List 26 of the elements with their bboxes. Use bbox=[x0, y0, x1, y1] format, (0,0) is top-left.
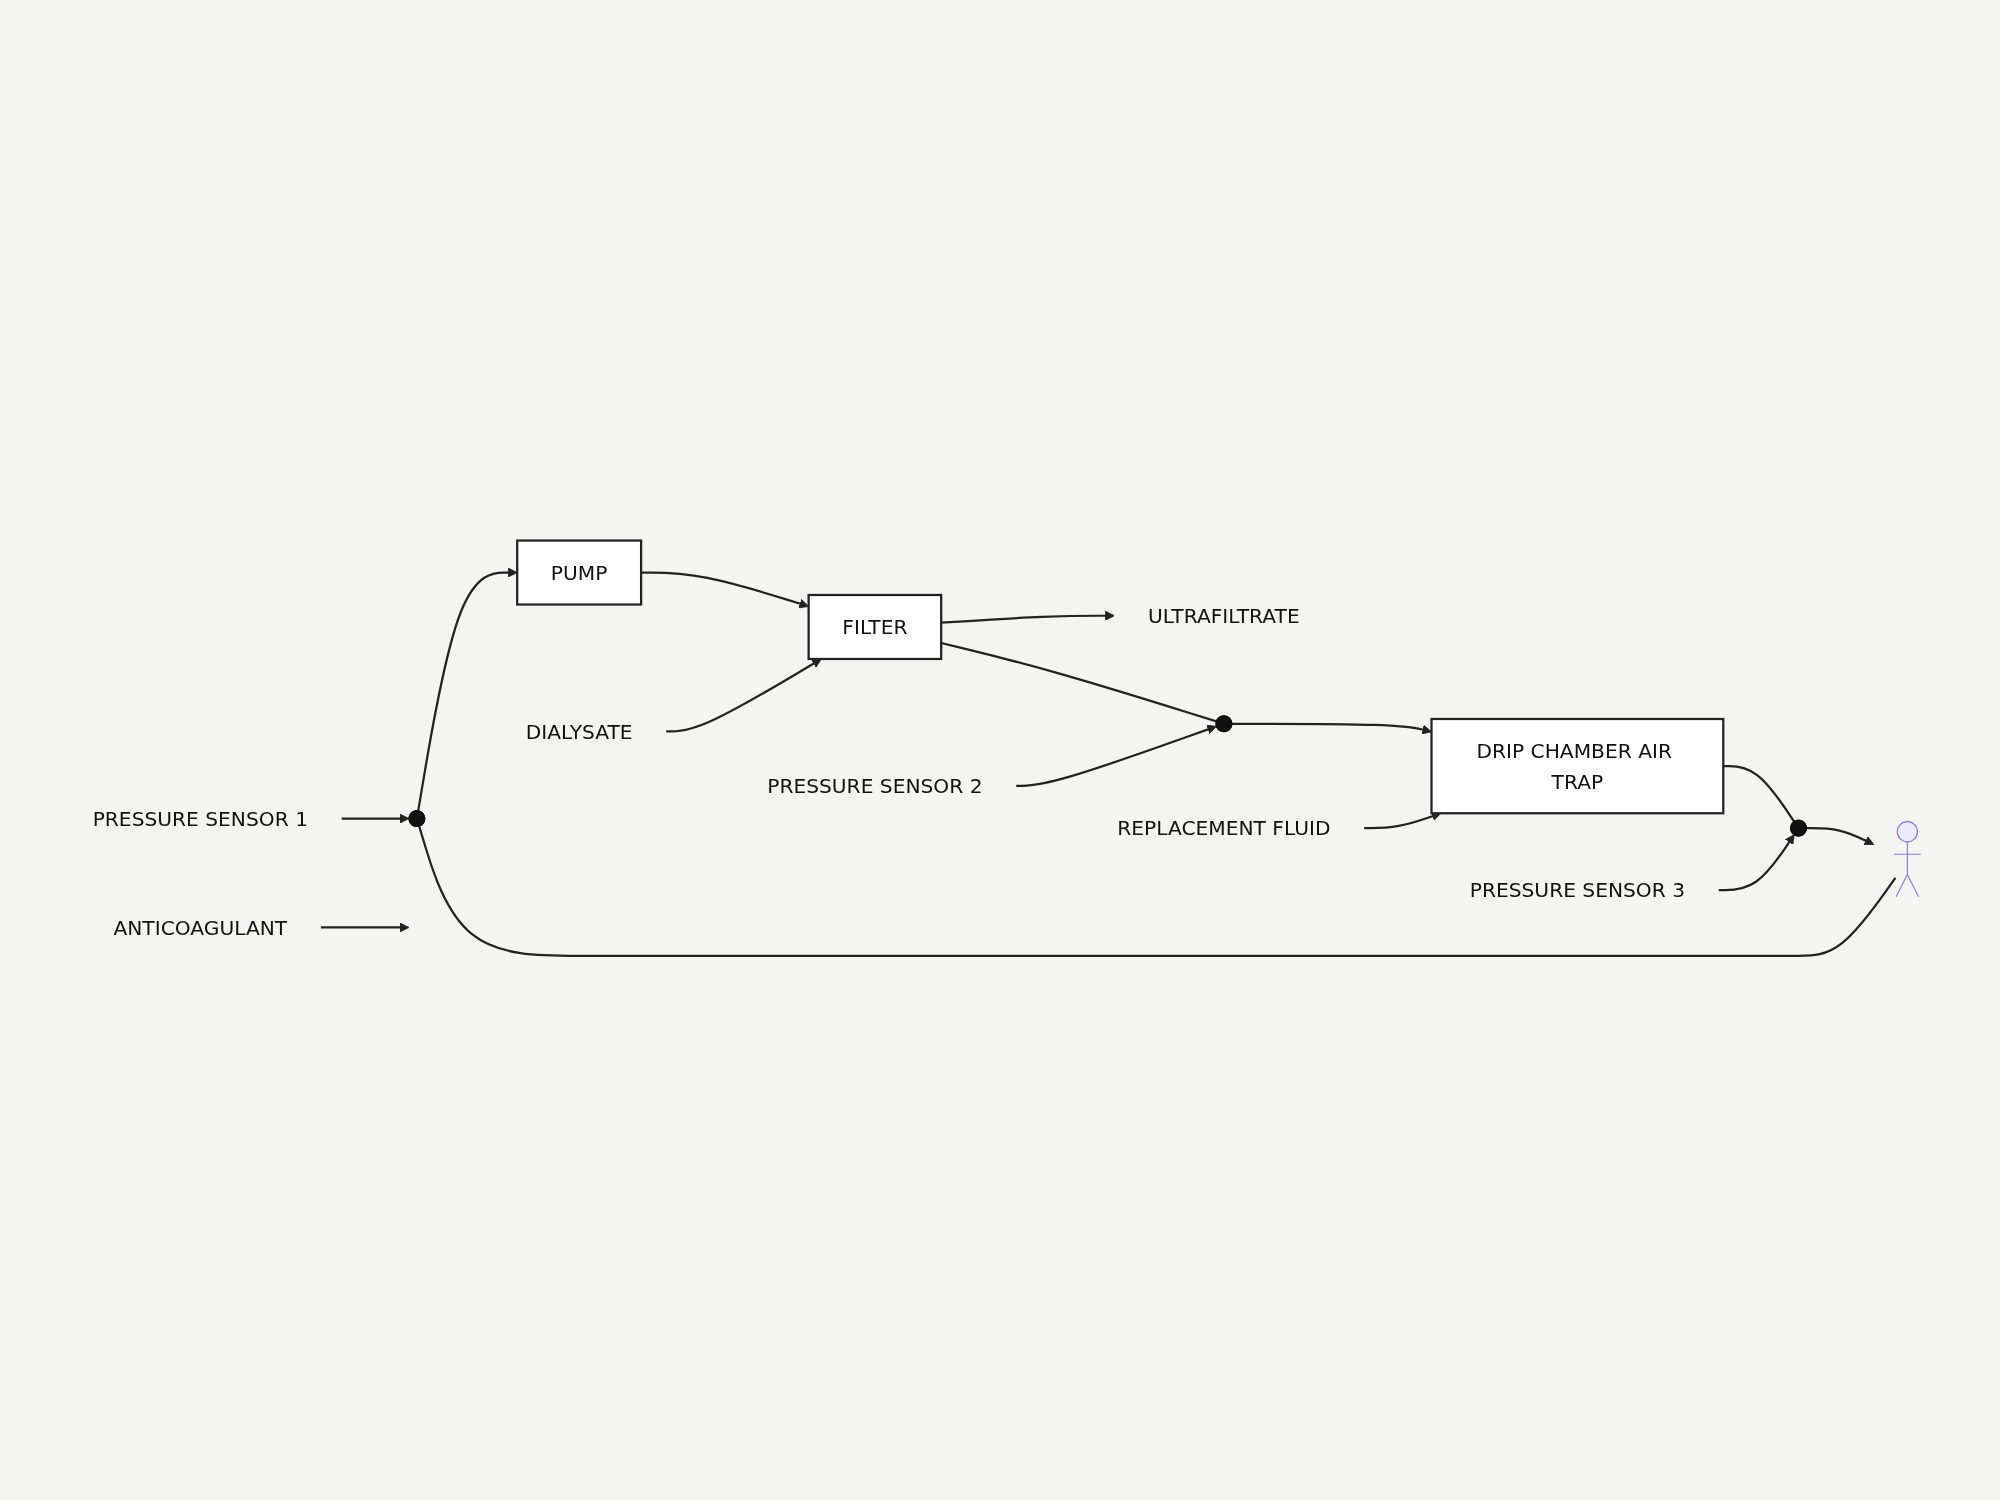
connector bbox=[418, 825, 1897, 957]
text-label: ULTRAFILTRATE bbox=[1148, 603, 1300, 628]
text-label: ANTICOAGULANT bbox=[113, 915, 288, 940]
sensor-dot bbox=[1215, 715, 1233, 733]
text-label: PRESSURE SENSOR 2 bbox=[767, 774, 983, 798]
process-box: PUMP bbox=[516, 539, 643, 606]
sensor-dot bbox=[1790, 819, 1807, 837]
person-figure bbox=[1893, 821, 1922, 898]
arrow bbox=[341, 813, 410, 824]
arrow bbox=[320, 922, 410, 933]
arrow bbox=[666, 658, 822, 733]
arrow bbox=[417, 567, 518, 812]
arrow bbox=[1718, 834, 1795, 892]
arrow bbox=[1231, 722, 1432, 735]
connector bbox=[1723, 765, 1796, 823]
text-label: PRESSURE SENSOR 1 bbox=[92, 806, 308, 831]
arrow bbox=[941, 610, 1115, 624]
arrow bbox=[1806, 827, 1875, 846]
process-box: DRIP CHAMBER AIR TRAP bbox=[1430, 717, 1725, 815]
text-label: REPLACEMENT FLUID bbox=[1117, 816, 1331, 840]
text-label: PRESSURE SENSOR 3 bbox=[1469, 878, 1686, 902]
arrow bbox=[1016, 724, 1217, 787]
arrow bbox=[1364, 811, 1442, 830]
sensor-dot bbox=[408, 810, 426, 827]
process-box: FILTER bbox=[807, 593, 943, 661]
text-label: DIALYSATE bbox=[525, 719, 633, 744]
